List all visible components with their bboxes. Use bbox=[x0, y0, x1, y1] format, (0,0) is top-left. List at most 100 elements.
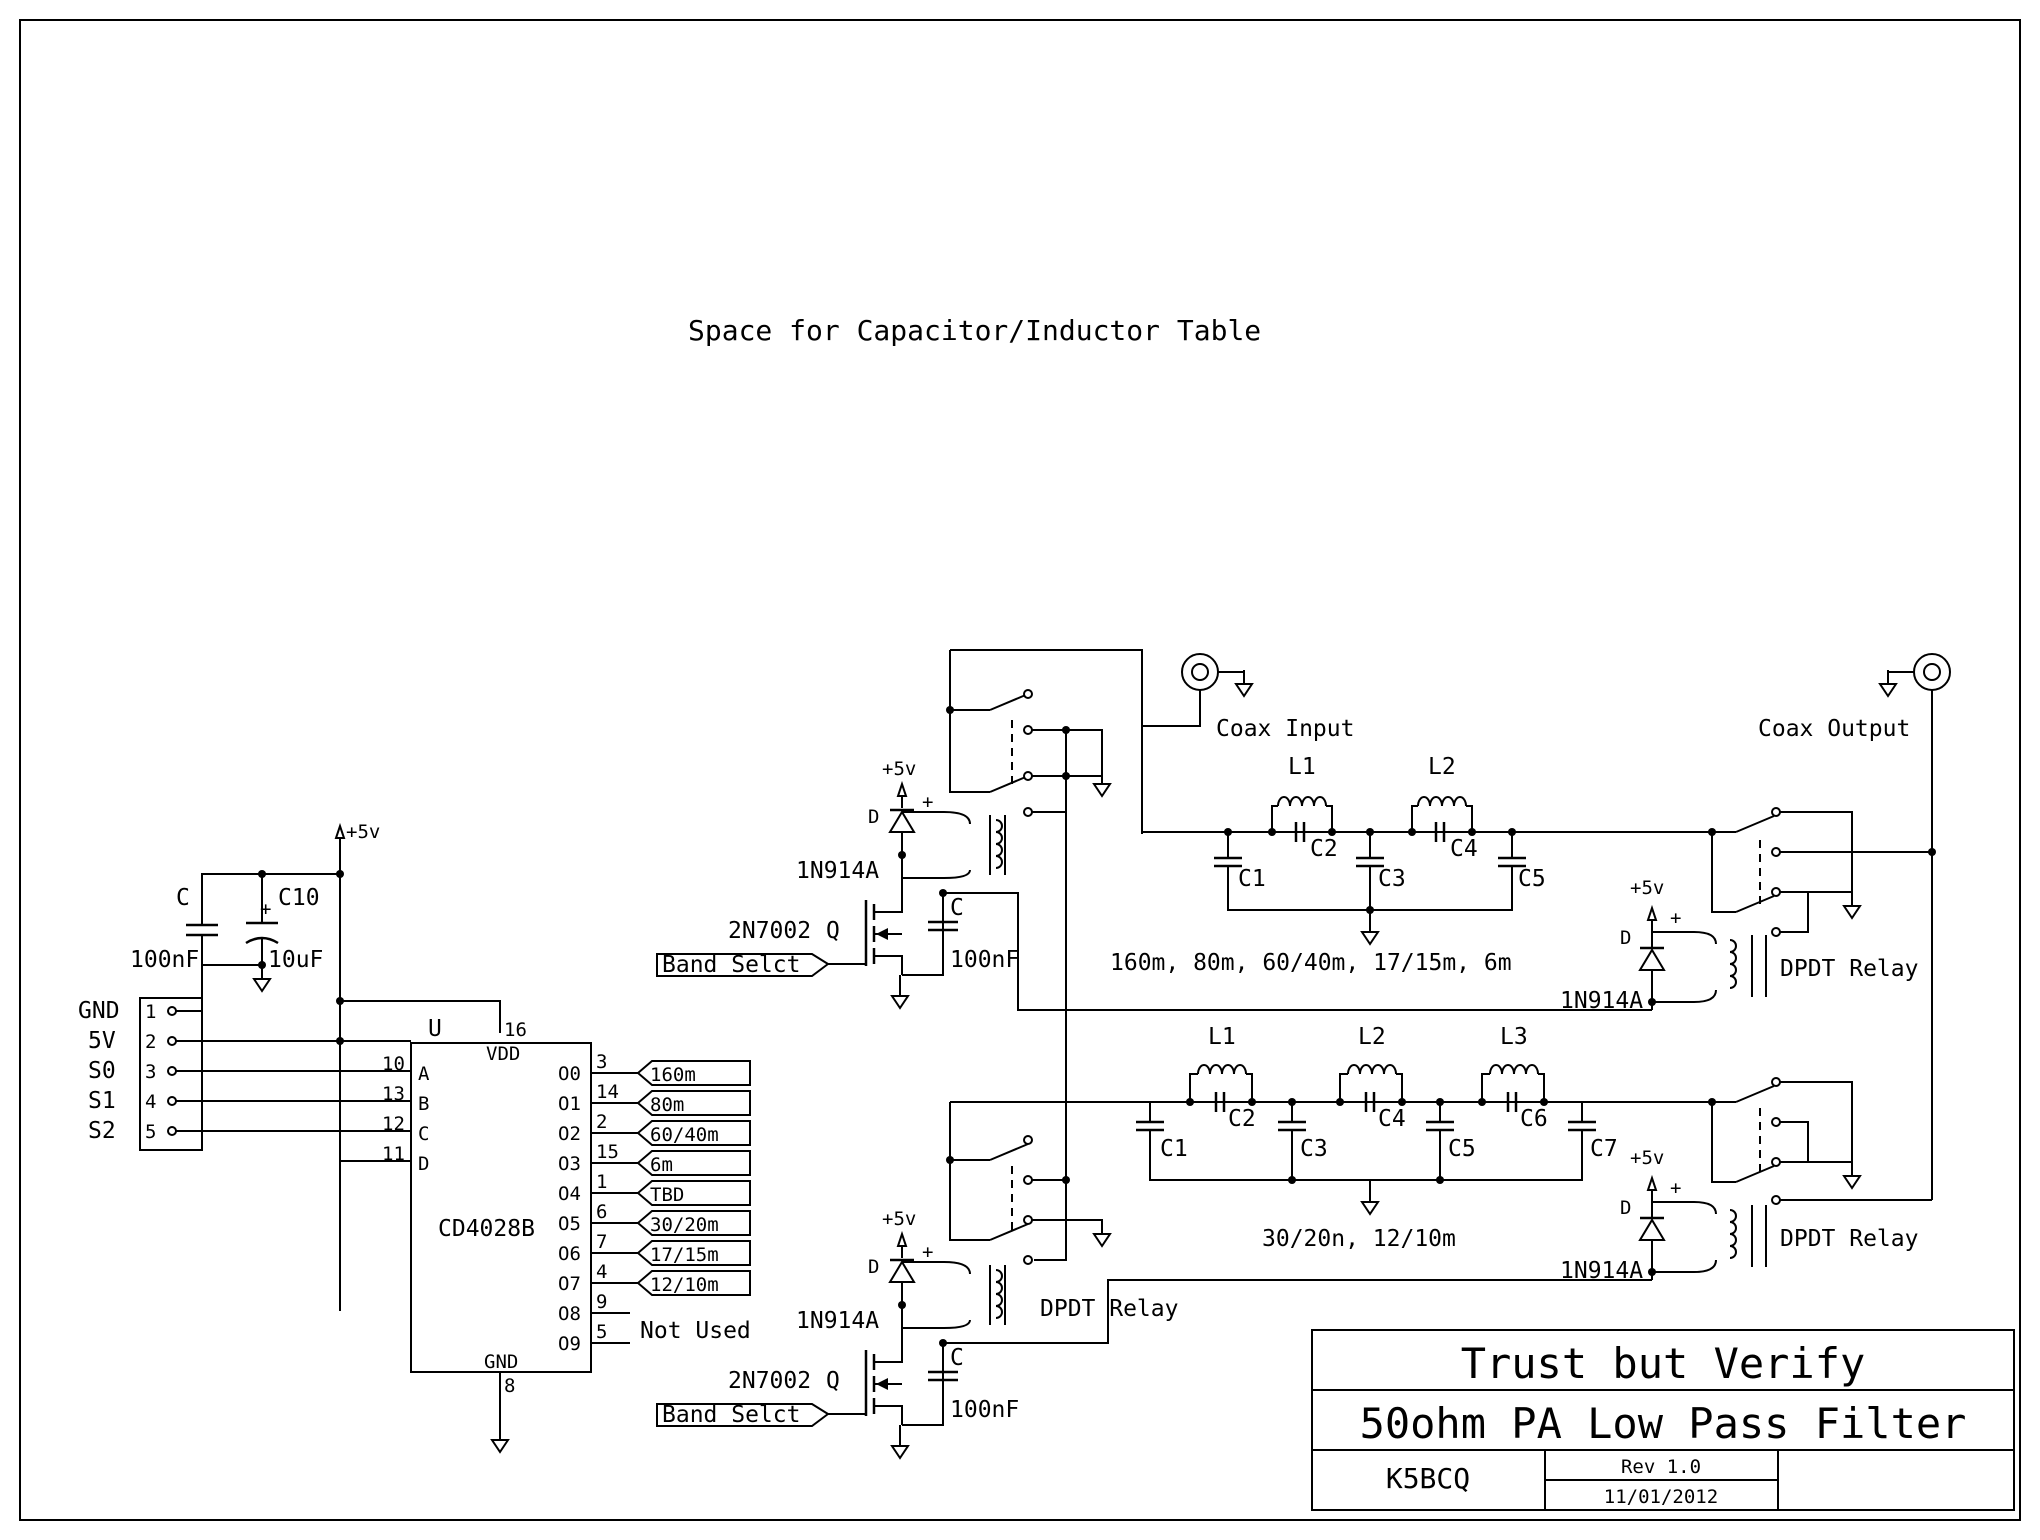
lower-c5: C5 bbox=[1448, 1136, 1476, 1162]
ic-gnd: GND bbox=[484, 1351, 518, 1373]
lower-out-diode-ref: D bbox=[1620, 1197, 1631, 1219]
net-30-20m-label: 30/20m bbox=[650, 1214, 719, 1236]
title-line1: Trust but Verify bbox=[1461, 1339, 1866, 1388]
lower-l1: L1 bbox=[1208, 1024, 1236, 1050]
lower-relay-driver: Band Selct 2N7002 Q C 100nF +5v D 1N914A… bbox=[656, 1208, 1652, 1459]
title-block: Trust but Verify 50ohm PA Low Pass Filte… bbox=[1311, 1329, 2015, 1511]
ic-out-name-6: O6 bbox=[558, 1243, 581, 1265]
ic-part: CD4028B bbox=[438, 1216, 535, 1242]
lower-band-select: Band Selct bbox=[662, 1402, 800, 1428]
upper-c1: C1 bbox=[1238, 866, 1266, 892]
upper-filter: L1 L2 C2 C4 C1 C3 C5 160m, 80m, 60/40m, … bbox=[1110, 754, 1546, 976]
pin-number-4: 4 bbox=[145, 1091, 156, 1113]
upper-filter-bands: 160m, 80m, 60/40m, 17/15m, 6m bbox=[1110, 950, 1512, 976]
supply-5v-label: +5v bbox=[346, 821, 380, 843]
lower-output-relay: +5v + D 1N914A DPDT Relay bbox=[1560, 1077, 1932, 1284]
cd4028b-decoder: U 16 VDD CD4028B GND 8 10 13 12 11 A B C… bbox=[382, 1016, 592, 1453]
ic-out-pin-2: 2 bbox=[596, 1111, 607, 1133]
lower-relay-label: DPDT Relay bbox=[1040, 1296, 1178, 1322]
decoupling-c-value: 100nF bbox=[130, 947, 199, 973]
c10-value: 10uF bbox=[268, 947, 323, 973]
table-placeholder-note: Space for Capacitor/Inductor Table bbox=[688, 314, 1261, 347]
net-160m-label: 160m bbox=[650, 1064, 696, 1086]
upper-out-relay-label: DPDT Relay bbox=[1780, 956, 1918, 982]
ic-vdd-pin: 16 bbox=[504, 1019, 527, 1041]
pin-name-s0: S0 bbox=[88, 1058, 116, 1084]
ic-out-name-8: O8 bbox=[558, 1303, 581, 1325]
pin-number-3: 3 bbox=[145, 1061, 156, 1083]
net-flag-12-10m: 12/10m bbox=[636, 1270, 751, 1296]
upper-c4: C4 bbox=[1450, 836, 1478, 862]
title-author: K5BCQ bbox=[1386, 1462, 1470, 1495]
ic-input-pin-d: 11 bbox=[382, 1143, 405, 1165]
ic-out-pin-6: 7 bbox=[596, 1231, 607, 1253]
upper-coil-plus: + bbox=[922, 791, 933, 813]
net-flag-80m: 80m bbox=[636, 1090, 751, 1116]
upper-cap-value: 100nF bbox=[950, 947, 1019, 973]
ic-input-d: D bbox=[418, 1153, 429, 1175]
lower-out-plus: + bbox=[1670, 1177, 1681, 1199]
ic-input-pin-c: 12 bbox=[382, 1113, 405, 1135]
net-flag-6m: 6m bbox=[636, 1150, 751, 1176]
title-date: 11/01/2012 bbox=[1604, 1486, 1718, 1508]
lower-diode-ref: D bbox=[868, 1256, 879, 1278]
ic-input-pin-a: 10 bbox=[382, 1053, 405, 1075]
lower-c6: C6 bbox=[1520, 1106, 1548, 1132]
ic-out-pin-0: 3 bbox=[596, 1051, 607, 1073]
header-connector: GND 5V S0 S1 S2 1 2 3 4 5 bbox=[78, 997, 203, 1151]
lower-c7: C7 bbox=[1590, 1136, 1618, 1162]
title-line2: 50ohm PA Low Pass Filter bbox=[1360, 1399, 1967, 1448]
ic-out-name-7: O7 bbox=[558, 1273, 581, 1295]
lower-fet-part: 2N7002 bbox=[728, 1368, 811, 1394]
net-flags: 160m 80m 60/40m 6m TBD 30/20m 17/15m 12 bbox=[636, 1060, 751, 1344]
upper-input-relay: Coax Input bbox=[946, 649, 1712, 1261]
net-60-40m-label: 60/40m bbox=[650, 1124, 719, 1146]
decoupling-c-ref: C bbox=[176, 885, 190, 911]
ic-vdd: VDD bbox=[486, 1043, 520, 1065]
upper-fet-ref: Q bbox=[826, 918, 840, 944]
ic-out-pin-1: 14 bbox=[596, 1081, 619, 1103]
pin-name-gnd: GND bbox=[78, 998, 120, 1024]
upper-c5: C5 bbox=[1518, 866, 1546, 892]
lower-out-diode-part: 1N914A bbox=[1560, 1258, 1643, 1284]
lower-c4: C4 bbox=[1378, 1106, 1406, 1132]
net-17-15m-label: 17/15m bbox=[650, 1244, 719, 1266]
ic-output-pins: O0 O1 O2 O3 O4 O5 O6 O7 O8 O9 3 14 2 15 … bbox=[558, 1051, 638, 1355]
net-12-10m-label: 12/10m bbox=[650, 1274, 719, 1296]
upper-c2: C2 bbox=[1310, 836, 1338, 862]
net-80m-label: 80m bbox=[650, 1094, 684, 1116]
pin-name-s1: S1 bbox=[88, 1088, 116, 1114]
upper-diode-part: 1N914A bbox=[796, 858, 879, 884]
lower-filter-bands: 30/20n, 12/10m bbox=[1262, 1226, 1456, 1252]
pin-number-2: 2 bbox=[145, 1031, 156, 1053]
lower-cap-ref: C bbox=[950, 1345, 964, 1371]
ic-out-pin-3: 15 bbox=[596, 1141, 619, 1163]
upper-output-relay: Coax Output +5v + D 1N914A DPDT Relay bbox=[943, 653, 1951, 1200]
lower-cap-value: 100nF bbox=[950, 1397, 1019, 1423]
upper-band-select: Band Selct bbox=[662, 952, 800, 978]
upper-out-diode-ref: D bbox=[1620, 927, 1631, 949]
upper-l2: L2 bbox=[1428, 754, 1456, 780]
upper-cap-ref: C bbox=[950, 895, 964, 921]
ic-out-pin-9: 5 bbox=[596, 1321, 607, 1343]
upper-diode-ref: D bbox=[868, 806, 879, 828]
upper-out-5v: +5v bbox=[1630, 877, 1664, 899]
ic-ref: U bbox=[428, 1016, 442, 1042]
upper-l1: L1 bbox=[1288, 754, 1316, 780]
net-6m-label: 6m bbox=[650, 1154, 673, 1176]
c10-plus: + bbox=[260, 898, 271, 920]
not-used-label: Not Used bbox=[640, 1318, 751, 1344]
pin-number-5: 5 bbox=[145, 1121, 156, 1143]
ic-out-name-5: O5 bbox=[558, 1213, 581, 1235]
net-flag-160m: 160m bbox=[636, 1060, 751, 1086]
net-flag-60-40m: 60/40m bbox=[636, 1120, 751, 1146]
lower-input-relay bbox=[946, 1101, 1712, 1265]
pin-name-s2: S2 bbox=[88, 1118, 116, 1144]
lower-c3: C3 bbox=[1300, 1136, 1328, 1162]
ic-out-pin-8: 9 bbox=[596, 1291, 607, 1313]
net-flag-tbd: TBD bbox=[636, 1180, 751, 1206]
ic-input-a: A bbox=[418, 1063, 430, 1085]
pin-number-1: 1 bbox=[145, 1001, 156, 1023]
ic-out-name-2: O2 bbox=[558, 1123, 581, 1145]
lower-c2: C2 bbox=[1228, 1106, 1256, 1132]
